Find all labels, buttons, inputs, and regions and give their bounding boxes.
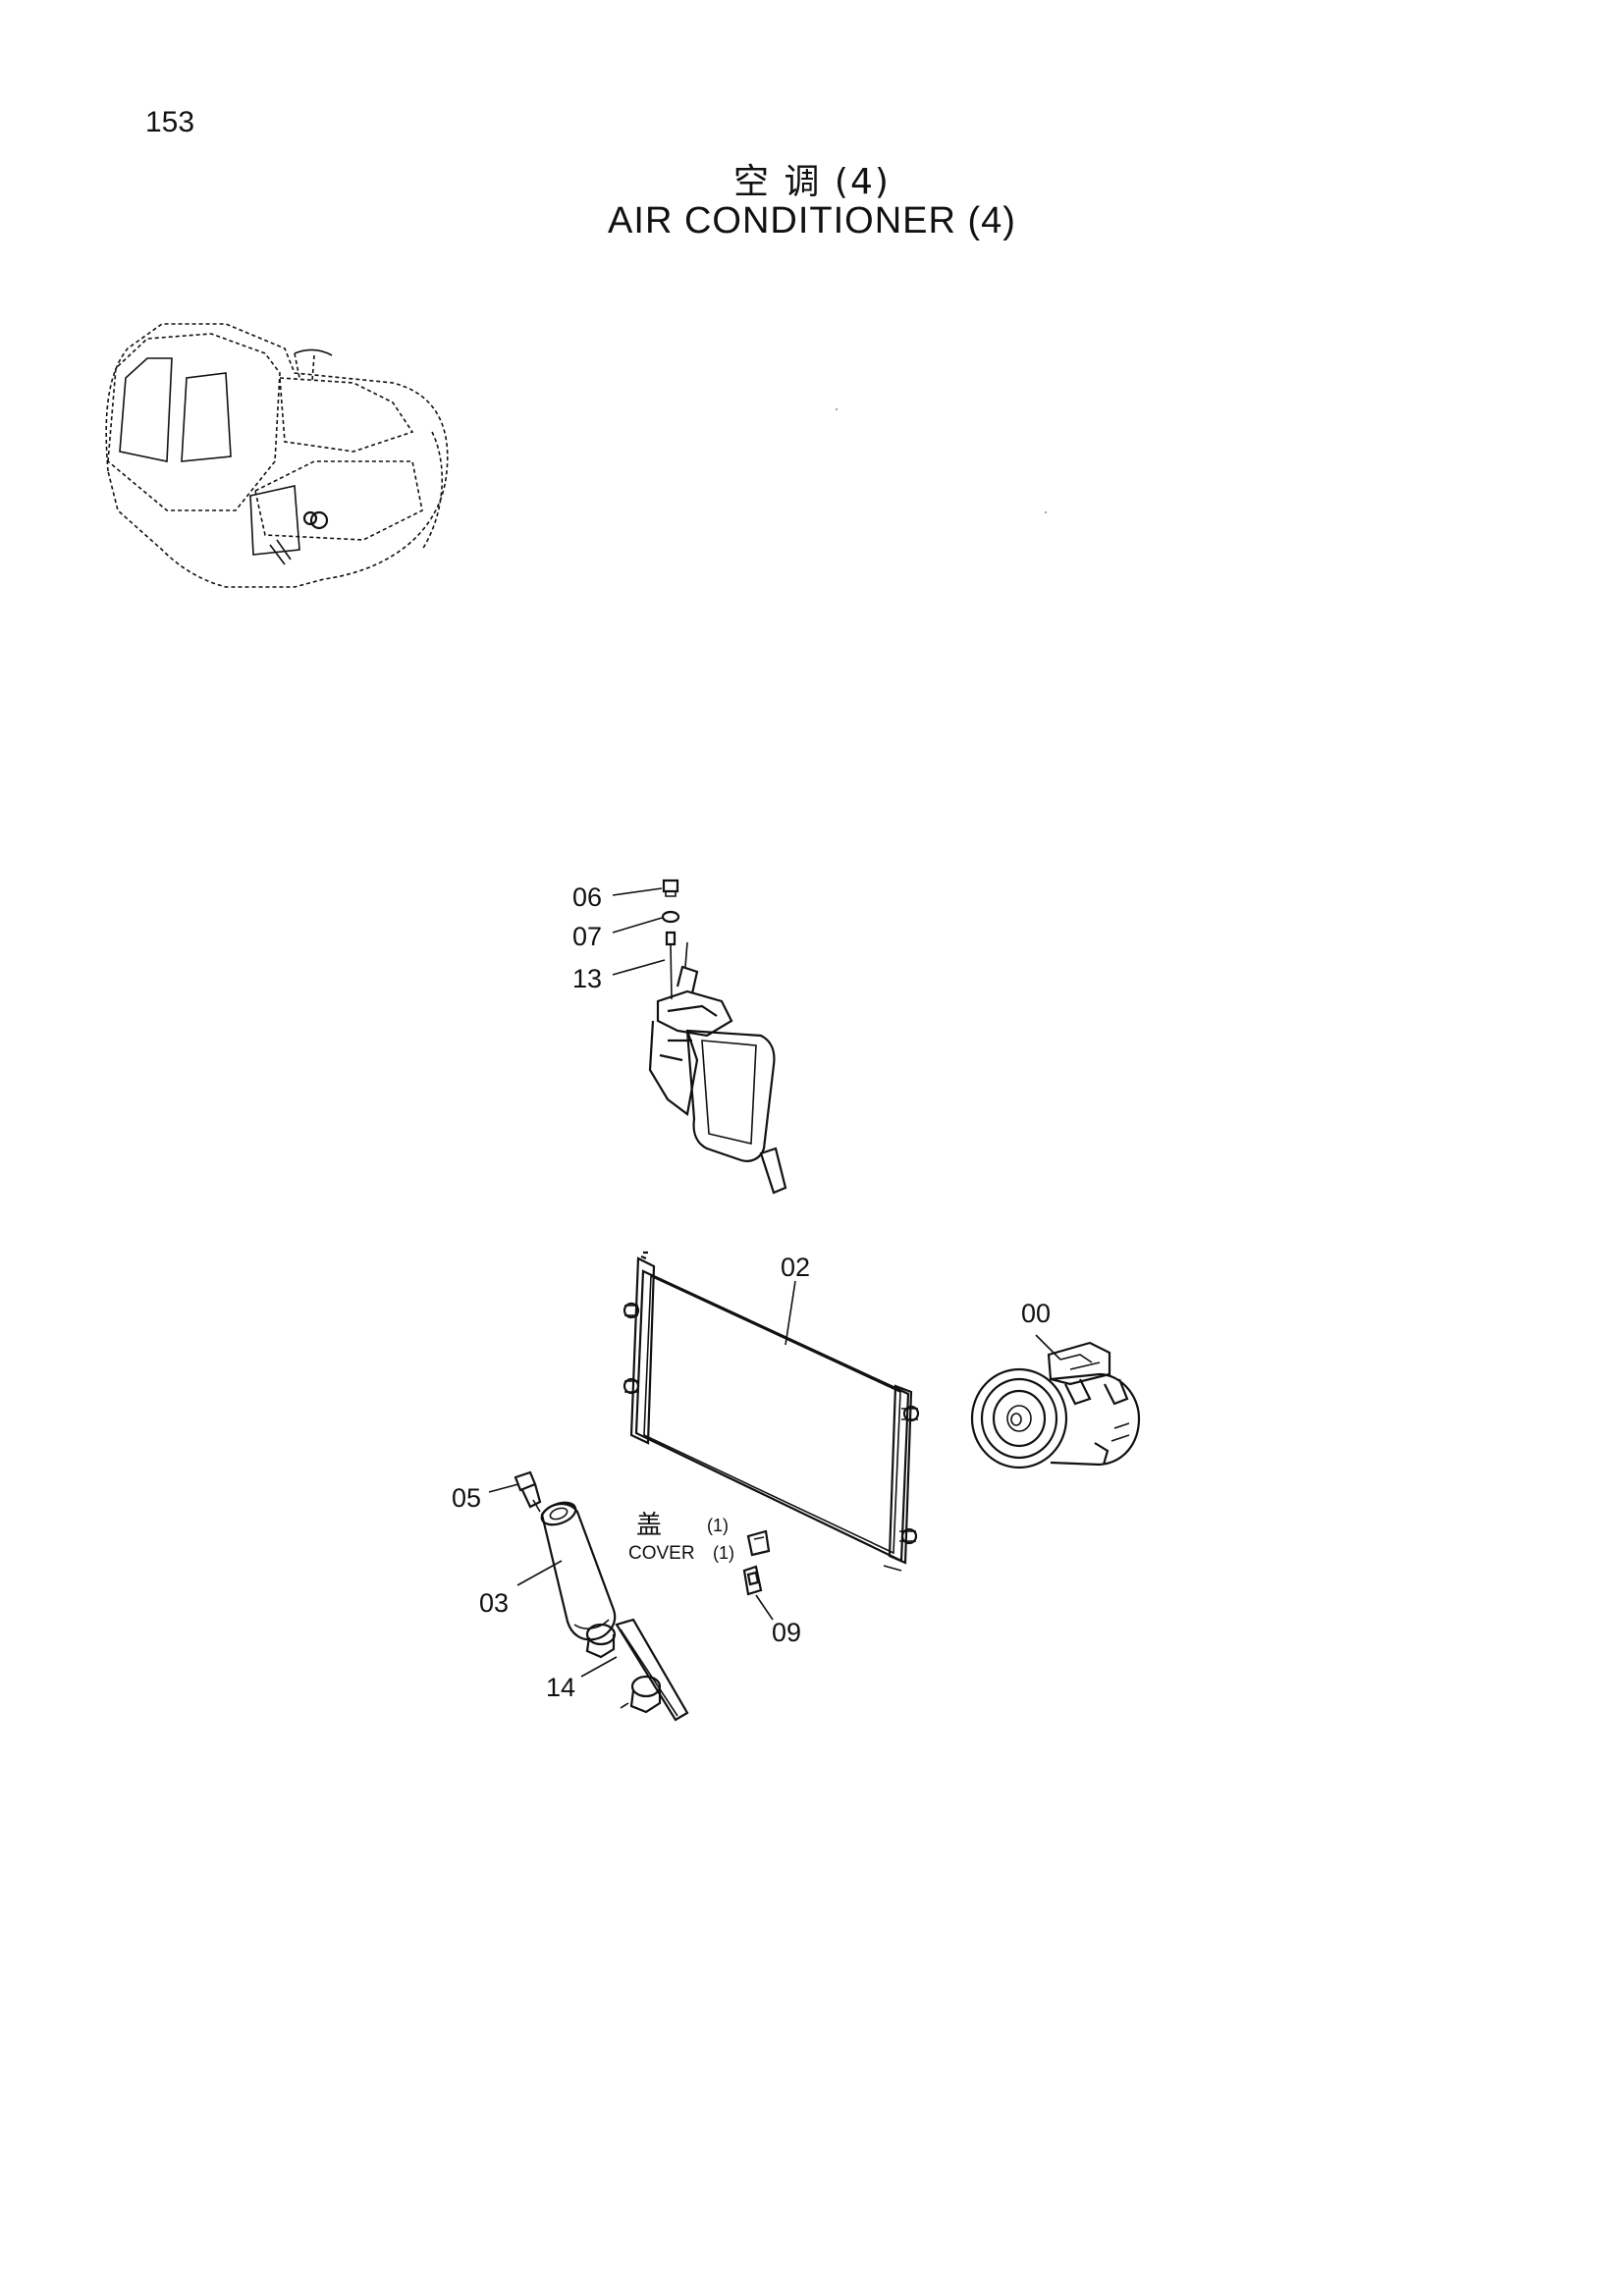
excavator-overview-illustration bbox=[105, 323, 449, 588]
callout-02: 02 bbox=[781, 1253, 810, 1282]
bracket-illustration bbox=[585, 1618, 689, 1722]
title-chinese: 空 调 (4) bbox=[733, 162, 891, 202]
callout-09: 09 bbox=[772, 1618, 801, 1647]
callout-05: 05 bbox=[452, 1483, 481, 1513]
callout-00: 00 bbox=[1021, 1299, 1051, 1328]
callout-06: 06 bbox=[572, 882, 602, 912]
leader-lines bbox=[488, 887, 1061, 1678]
note-cover-english-qty: (1) bbox=[713, 1543, 734, 1563]
note-cover-chinese: 盖 bbox=[636, 1511, 662, 1540]
note-cover-english: COVER bbox=[628, 1543, 695, 1564]
expansion-valve-assembly bbox=[648, 879, 787, 1195]
page-number: 153 bbox=[145, 106, 195, 138]
compressor-illustration bbox=[970, 1341, 1141, 1469]
receiver-drier-illustration bbox=[514, 1470, 617, 1641]
note-cover-chinese-qty: (1) bbox=[707, 1516, 729, 1535]
fitting-illustration bbox=[742, 1529, 771, 1596]
callout-14: 14 bbox=[546, 1673, 575, 1702]
callout-03: 03 bbox=[479, 1588, 509, 1618]
callout-07: 07 bbox=[572, 922, 602, 951]
callout-13: 13 bbox=[572, 964, 602, 993]
condenser-illustration bbox=[623, 1251, 920, 1572]
title-english: AIR CONDITIONER (4) bbox=[608, 200, 1016, 241]
